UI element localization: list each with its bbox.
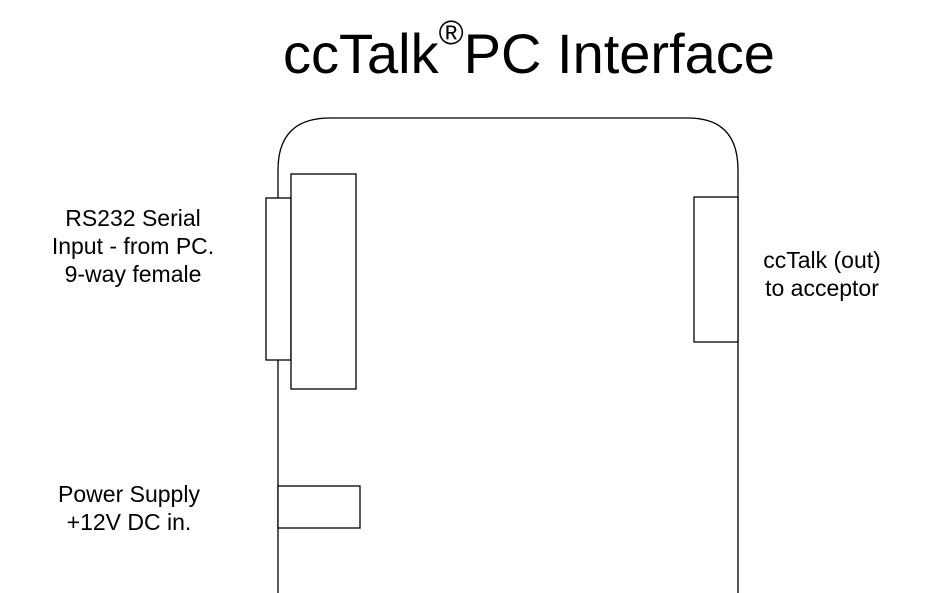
cctalk-output-label: ccTalk (out) to acceptor [730, 246, 914, 302]
rs232-label-line: RS232 Serial [65, 205, 201, 231]
rs232-connector-housing [265, 197, 292, 361]
rs232-label-line: 9-way female [64, 261, 202, 287]
power-supply-label: Power Supply +12V DC in. [14, 480, 244, 536]
cctalk-connector [693, 196, 739, 343]
rs232-input-label: RS232 Serial Input - from PC. 9-way fema… [8, 204, 258, 288]
power-label-line: +12V DC in. [66, 509, 192, 535]
cctalk-label-line: to acceptor [765, 275, 879, 301]
power-connector [277, 485, 361, 529]
cctalk-label-line: ccTalk (out) [763, 247, 881, 273]
title-suffix: PC Interface [463, 22, 775, 85]
power-label-line: Power Supply [58, 481, 200, 507]
board-outline [277, 117, 739, 593]
registered-trademark-icon: ® [438, 14, 464, 52]
rs232-connector-body [290, 173, 357, 390]
rs232-label-line: Input - from PC. [51, 233, 215, 259]
page-title: ccTalk®PC Interface [283, 16, 775, 86]
title-main: ccTalk [283, 22, 439, 85]
